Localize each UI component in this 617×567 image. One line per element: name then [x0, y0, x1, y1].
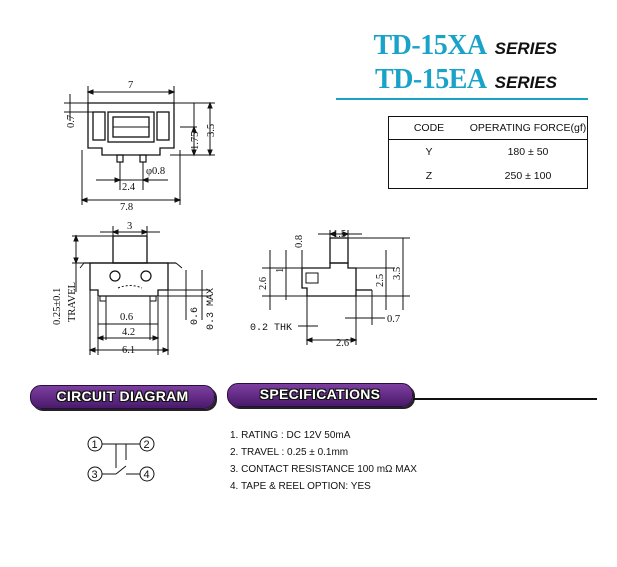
dim-pin-diameter: φ0.8: [146, 166, 165, 177]
dim-base-width: 7.8: [120, 202, 133, 213]
top-view-drawing: [64, 86, 215, 205]
cell-force: 250 ± 100: [504, 170, 552, 182]
front-view-drawing: [72, 226, 210, 355]
circuit-diagram-title: CIRCUIT DIAGRAM: [56, 388, 189, 404]
dim-side-right-a: 2.5: [375, 274, 386, 287]
dim-side-stem: 1: [275, 268, 286, 273]
series-label-1: SERIES: [494, 39, 557, 58]
dimension-drawings: 7 0.7 1.75 3.5 2.4 φ0.8 7.8: [52, 80, 410, 356]
circuit-diagram: 1 2 3 4: [87, 436, 155, 482]
model-title-1: TD-15XA SERIES: [373, 30, 557, 62]
title-divider: [336, 98, 588, 100]
circuit-diagram-header: CIRCUIT DIAGRAM: [30, 385, 215, 409]
spec-rule: [413, 398, 597, 400]
model-name-1: TD-15XA: [373, 30, 487, 61]
table-row: Z 250 ± 100: [389, 164, 588, 189]
dim-front-travel: 0.25±0.1: [52, 288, 63, 325]
list-item: 4. TAPE & REEL OPTION: YES: [230, 481, 371, 492]
specifications-title: SPECIFICATIONS: [259, 386, 381, 402]
cell-code: Z: [425, 170, 433, 182]
series-label-2: SERIES: [494, 73, 557, 92]
dim-front-total: 6.1: [122, 345, 135, 356]
pin-4-label: 4: [144, 469, 150, 481]
dim-front-height-a: 0.6: [190, 307, 201, 325]
dim-top-right-height: 1.75: [190, 132, 201, 150]
dim-front-travel-label: TRAVEL: [67, 282, 78, 322]
dim-side-top-offset: 0.8: [294, 235, 305, 248]
model-name-2: TD-15EA: [375, 64, 487, 95]
operating-force-table: CODE OPERATING FORCE(gf) Y 180 ± 50 Z 25…: [388, 116, 588, 189]
side-view-drawing: [262, 230, 410, 345]
specifications-list: 1. RATING : DC 12V 50mA 2. TRAVEL : 0.25…: [230, 427, 417, 495]
dim-front-top: 3: [127, 221, 132, 232]
dim-side-bottom: 2.6: [336, 338, 349, 349]
pin-3-label: 3: [92, 469, 98, 481]
dim-side-top: 1.5: [333, 229, 346, 240]
column-header-code: CODE: [388, 116, 469, 140]
dim-side-lead: 0.7: [387, 314, 400, 325]
specifications-header: SPECIFICATIONS: [227, 383, 413, 407]
model-title-2: TD-15EA SERIES: [375, 64, 557, 96]
dim-top-total-height: 3.5: [206, 124, 217, 137]
column-header-force: OPERATING FORCE(gf): [469, 116, 588, 140]
pin-1-label: 1: [92, 439, 98, 451]
list-item: 1. RATING : DC 12V 50mA: [230, 430, 351, 441]
dim-front-pad-spacing: 4.2: [122, 327, 135, 338]
dim-front-inner-pad: 0.6: [120, 312, 133, 323]
cell-code: Y: [425, 146, 433, 158]
dim-top-width: 7: [128, 80, 133, 91]
dim-top-left-height: 0.7: [66, 115, 77, 128]
table-header-row: CODE OPERATING FORCE(gf): [388, 116, 588, 140]
list-item: 3. CONTACT RESISTANCE 100 mΩ MAX: [230, 464, 417, 475]
dim-front-height-b: 0.3 MAX: [206, 288, 217, 330]
pin-2-label: 2: [144, 439, 150, 451]
dim-side-height: 2.6: [258, 277, 269, 290]
list-item: 2. TRAVEL : 0.25 ± 0.1mm: [230, 447, 349, 458]
dim-side-thk: 0.2 THK: [250, 323, 292, 334]
cell-force: 180 ± 50: [507, 146, 549, 158]
table-row: Y 180 ± 50: [389, 140, 588, 165]
dim-pin-spacing: 2.4: [122, 182, 136, 193]
dim-side-right-total: 3.5: [392, 267, 403, 280]
